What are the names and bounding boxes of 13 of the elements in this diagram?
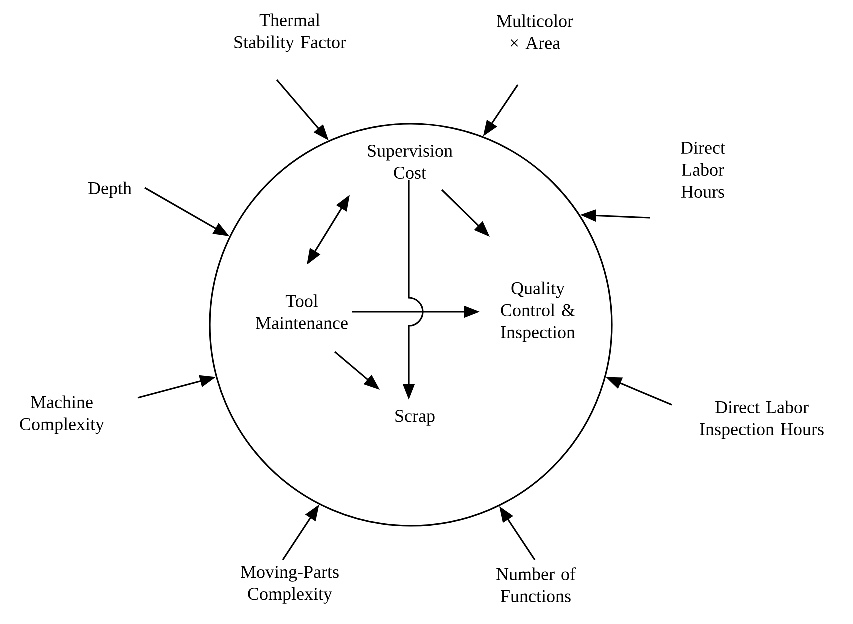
factor-label: Multicolor × Area [497,14,574,50]
factor-label: Number of Functions [496,568,576,602]
circle-outline [209,123,613,527]
factor-label: Direct Labor Hours [681,142,726,198]
factor-label: Tool Maintenance [256,294,348,330]
factor-label: Machine Complexity [20,396,104,434]
factor-label: Moving-Parts Complexity [241,566,339,604]
factor-label: Supervision Cost [368,144,453,180]
factor-label: Thermal Stability Factor [234,14,346,52]
factor-label: Direct Labor Inspection Hours [700,400,824,440]
factor-label: Depth [88,182,132,198]
factor-label: Quality Control & Inspection [501,282,576,342]
factor-label: Scrap [396,410,435,426]
